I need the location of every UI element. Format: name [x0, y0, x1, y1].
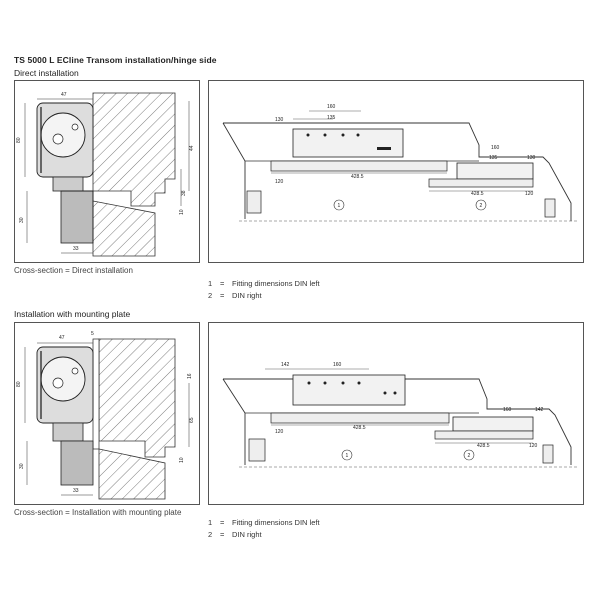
caption-direct: Cross-section = Direct installation — [14, 266, 133, 275]
legend-item: 2=DIN right — [208, 530, 262, 539]
legend-item: 1=Fitting dimensions DIN left — [208, 279, 320, 288]
cross-section-plate-drawing: 47 5 80 16 65 10 30 33 — [16, 331, 195, 500]
dim-height-bottom: 30 — [19, 217, 25, 223]
plate-elev1-dim-b: 160 — [333, 362, 342, 368]
plate-dim-height-top: 16 — [187, 373, 193, 379]
plate-elev1-dim-a: 142 — [281, 362, 290, 368]
elevation-direct-panel: 130 160 135 120 428.5 160 135 130 428.5 … — [208, 80, 584, 263]
legend-item: 2=DIN right — [208, 291, 262, 300]
elevation-plate-panel: 142 160 120 428.5 160 142 428.5 120 1 2 — [208, 322, 584, 505]
elevation-direct-drawing: 130 160 135 120 428.5 160 135 130 428.5 … — [222, 104, 579, 222]
elev2-dim-a: 160 — [491, 145, 500, 151]
plate-marker-2: 2 — [468, 453, 471, 459]
elevation-plate-drawing: 142 160 120 428.5 160 142 428.5 120 1 2 — [222, 362, 579, 468]
section-title-direct: Direct installation — [14, 68, 79, 78]
elev1-dim-d: 120 — [275, 179, 284, 185]
plate-dim-height-left: 80 — [16, 381, 22, 387]
elev2-dim-d: 428.5 — [471, 191, 484, 197]
elev1-dim-b: 160 — [327, 104, 336, 110]
legend-plate: 1=Fitting dimensions DIN left 2=DIN righ… — [208, 517, 320, 541]
dim-width-top: 47 — [61, 92, 67, 98]
cross-section-direct-panel: 47 80 44 38 10 30 33 — [14, 80, 200, 263]
legend-direct: 1=Fitting dimensions DIN left 2=DIN righ… — [208, 278, 320, 302]
marker-1: 1 — [338, 203, 341, 209]
plate-dim-height-low: 10 — [179, 457, 185, 463]
elev2-dim-e: 120 — [525, 191, 534, 197]
caption-plate: Cross-section = Installation with mounti… — [14, 508, 182, 517]
plate-dim-width-bottom: 33 — [73, 488, 79, 494]
plate-marker-1: 1 — [346, 453, 349, 459]
dim-height-mid: 44 — [189, 145, 195, 151]
dim-width-bottom: 33 — [73, 246, 79, 252]
plate-elev1-dim-d: 428.5 — [353, 425, 366, 431]
dim-height-left: 80 — [16, 137, 22, 143]
elev2-dim-b: 135 — [489, 155, 498, 161]
section-title-plate: Installation with mounting plate — [14, 309, 131, 319]
cross-section-plate-panel: 47 5 80 16 65 10 30 33 — [14, 322, 200, 505]
plate-elev2-dim-b: 142 — [535, 407, 544, 413]
plate-elev1-dim-c: 120 — [275, 429, 284, 435]
dim-height-low: 38 — [181, 190, 187, 196]
elev1-dim-a: 130 — [275, 117, 284, 123]
cross-section-direct-drawing: 47 80 44 38 10 30 33 — [16, 92, 195, 257]
elev1-dim-c: 135 — [327, 115, 336, 121]
page-title: TS 5000 L ECline Transom installation/hi… — [14, 55, 217, 65]
plate-elev2-dim-a: 160 — [503, 407, 512, 413]
plate-dim-height-mid: 65 — [189, 417, 195, 423]
plate-dim-width-small: 5 — [91, 331, 94, 337]
plate-elev2-dim-d: 120 — [529, 443, 538, 449]
elev1-dim-e: 428.5 — [351, 174, 364, 180]
elev2-dim-c: 130 — [527, 155, 536, 161]
dim-height-small: 10 — [179, 209, 185, 215]
plate-dim-height-bottom: 30 — [19, 463, 25, 469]
marker-2: 2 — [480, 203, 483, 209]
legend-item: 1=Fitting dimensions DIN left — [208, 518, 320, 527]
plate-dim-width-top: 47 — [59, 335, 65, 341]
plate-elev2-dim-c: 428.5 — [477, 443, 490, 449]
